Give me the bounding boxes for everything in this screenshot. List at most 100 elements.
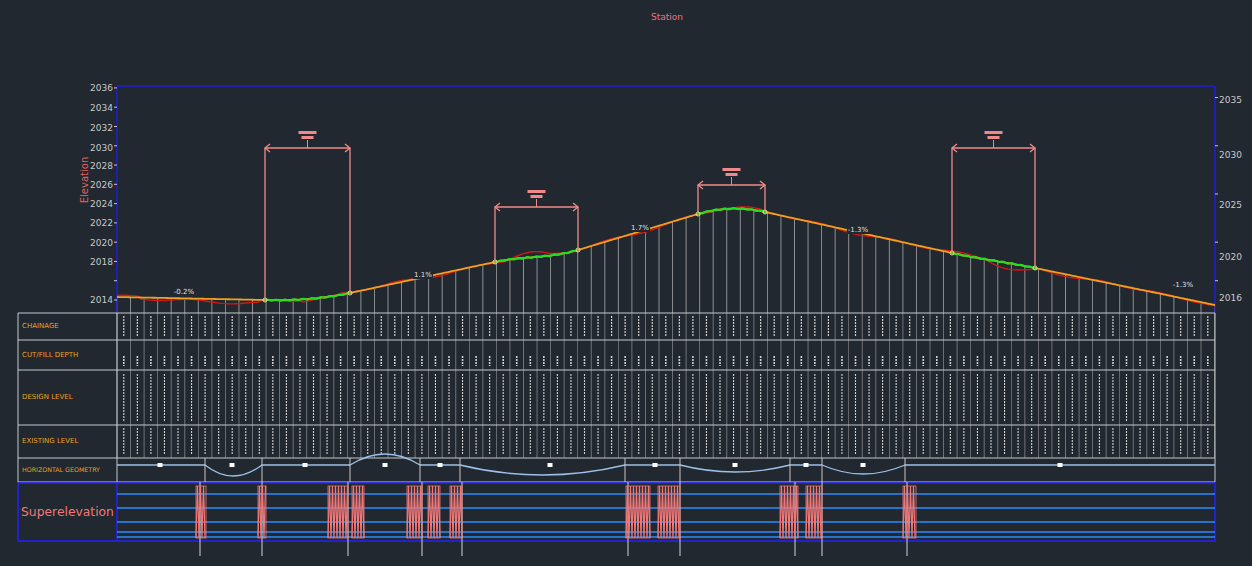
cell-value-mark — [1099, 428, 1100, 455]
cell-value-mark — [191, 374, 192, 421]
cell-value-mark — [787, 316, 788, 337]
cell-value-mark — [150, 428, 151, 455]
cell-value-mark — [394, 316, 395, 337]
cell-value-mark — [381, 316, 382, 337]
cell-divider — [1011, 313, 1012, 458]
cell-value-mark — [584, 316, 585, 337]
cell-value-mark — [882, 356, 884, 366]
cell-divider — [875, 313, 876, 458]
cell-divider — [293, 313, 294, 458]
cell-divider — [1146, 313, 1147, 458]
station-line — [523, 258, 524, 313]
cell-value-mark — [1112, 316, 1113, 337]
cell-value-mark — [205, 428, 206, 455]
cell-value-mark — [801, 374, 802, 421]
cell-value-mark — [692, 356, 694, 366]
cell-value-mark — [828, 374, 829, 421]
frame-right — [1214, 86, 1216, 313]
band-title: DESIGN LEVEL — [22, 394, 73, 401]
axis-tick — [114, 222, 117, 223]
cell-value-mark — [1207, 316, 1208, 337]
cell-value-mark — [1099, 356, 1101, 366]
band-title: Superelevation — [21, 506, 114, 518]
cell-value-mark — [1058, 374, 1059, 421]
cell-divider — [1119, 313, 1120, 458]
band-header: CUT/FILL DEPTH — [18, 340, 117, 370]
station-line — [428, 276, 429, 313]
cell-value-mark — [231, 356, 233, 366]
cell-value-mark — [1180, 356, 1182, 366]
station-line — [930, 248, 931, 313]
cell-divider — [1187, 313, 1188, 458]
cell-divider — [848, 313, 849, 458]
cell-value-mark — [1072, 356, 1074, 366]
pvi-point — [950, 251, 954, 255]
cell-value-mark — [476, 316, 477, 337]
cell-value-mark — [489, 356, 491, 366]
cell-value-mark — [299, 316, 300, 337]
cell-value-mark — [760, 428, 761, 455]
station-line — [415, 279, 416, 313]
cell-value-mark — [624, 356, 626, 366]
cell-value-mark — [638, 316, 639, 337]
cell-value-mark — [137, 316, 138, 337]
cell-value-mark — [747, 428, 748, 455]
cell-divider — [171, 313, 172, 458]
axis-tick — [114, 107, 117, 108]
cell-value-mark — [706, 316, 707, 337]
cell-value-mark — [719, 428, 720, 455]
cell-value-mark — [150, 356, 152, 366]
station-line — [577, 250, 578, 313]
cell-value-mark — [503, 428, 504, 455]
cell-divider — [482, 313, 483, 458]
axis-tick — [114, 203, 117, 204]
cell-divider — [672, 313, 673, 458]
cell-value-mark — [191, 316, 192, 337]
pvi-point — [263, 298, 267, 302]
cell-divider — [523, 313, 524, 458]
cell-value-mark — [963, 316, 964, 337]
axis-tick — [114, 261, 117, 262]
axis-tick — [114, 165, 117, 166]
cell-value-mark — [1139, 356, 1141, 366]
station-line — [618, 238, 619, 313]
geometry-marker — [733, 463, 738, 467]
cell-value-mark — [340, 374, 341, 421]
cell-value-mark — [123, 316, 124, 337]
station-line — [780, 215, 781, 313]
cell-value-mark — [557, 356, 559, 366]
station-line — [957, 254, 958, 313]
cell-value-mark — [706, 356, 708, 366]
cell-value-mark — [584, 428, 585, 455]
superelevation-hatch — [352, 486, 364, 538]
band-border — [18, 425, 1215, 426]
cell-divider — [184, 313, 185, 458]
superelevation-hatch-frame — [428, 486, 440, 538]
cell-value-mark — [625, 428, 626, 455]
cell-divider — [1214, 313, 1215, 458]
station-line — [631, 234, 632, 313]
cell-value-mark — [1167, 316, 1168, 337]
grade-label: -1.3% — [847, 227, 869, 234]
cell-value-mark — [340, 316, 341, 337]
cell-value-mark — [313, 428, 314, 455]
cell-value-mark — [205, 316, 206, 337]
cell-value-mark — [597, 428, 598, 455]
station-line — [808, 221, 809, 313]
axis-tick — [114, 184, 117, 185]
cell-value-mark — [1180, 428, 1181, 455]
cell-value-mark — [435, 316, 436, 337]
station-line — [184, 298, 185, 313]
superelevation-hatch-frame — [196, 486, 206, 538]
cell-divider — [1024, 313, 1025, 458]
cell-value-mark — [570, 428, 571, 455]
cell-value-mark — [1004, 374, 1005, 421]
cell-divider — [591, 313, 592, 458]
cell-divider — [347, 313, 348, 458]
cell-value-mark — [774, 428, 775, 455]
superelevation-hatch — [626, 486, 650, 538]
cell-value-mark — [1167, 428, 1168, 455]
cell-value-mark — [232, 316, 233, 337]
station-line — [1173, 297, 1174, 313]
cell-value-mark — [354, 428, 355, 455]
